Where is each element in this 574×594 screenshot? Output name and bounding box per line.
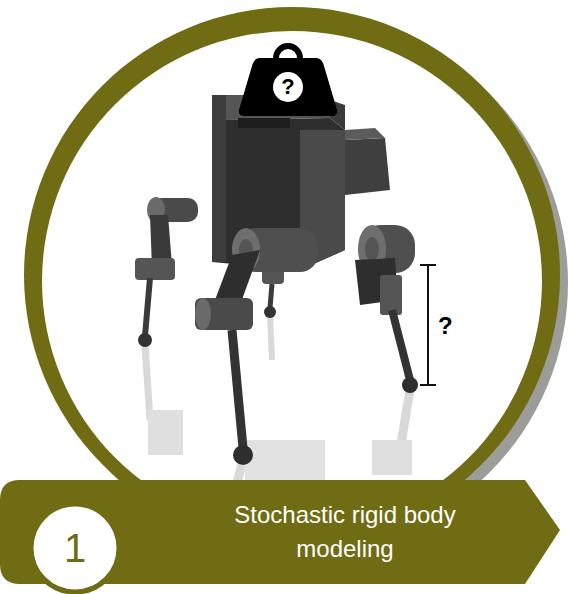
number-circle: 1 (30, 503, 120, 593)
step-number: 1 (30, 526, 120, 570)
circle-shape (31, 504, 119, 592)
weight-handle (276, 46, 300, 58)
title-banner: 1 Stochastic rigid body modeling (0, 478, 560, 586)
banner-title: Stochastic rigid body modeling (190, 498, 500, 565)
banner-shape (0, 480, 560, 584)
back-left-leg (135, 197, 198, 347)
weight-body (239, 58, 337, 116)
dimension-bracket (420, 265, 436, 385)
weight-icon: ? (238, 38, 338, 116)
badge-face (42, 31, 542, 531)
unknown-length-mark: ? (436, 312, 455, 340)
front-left-leg (195, 228, 318, 465)
right-leg (355, 225, 418, 393)
badge-ring (24, 7, 560, 543)
unknown-mass-mark: ? (273, 72, 303, 102)
